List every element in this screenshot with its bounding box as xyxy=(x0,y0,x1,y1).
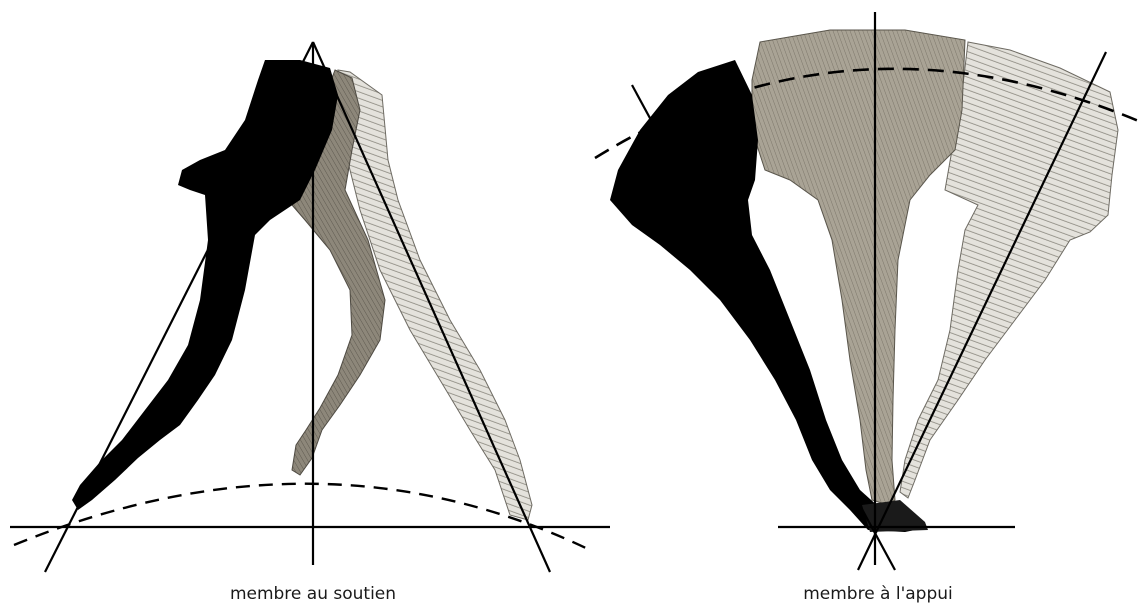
left-panel-swing-limb xyxy=(10,42,610,572)
right-panel-stance-limb xyxy=(595,12,1141,570)
left-oblique-line-rear xyxy=(313,42,550,572)
left-oblique-line-front xyxy=(45,42,313,572)
caption-swing-limb: membre au soutien xyxy=(163,584,463,604)
caption-stance-limb: membre à l'appui xyxy=(728,584,1028,604)
